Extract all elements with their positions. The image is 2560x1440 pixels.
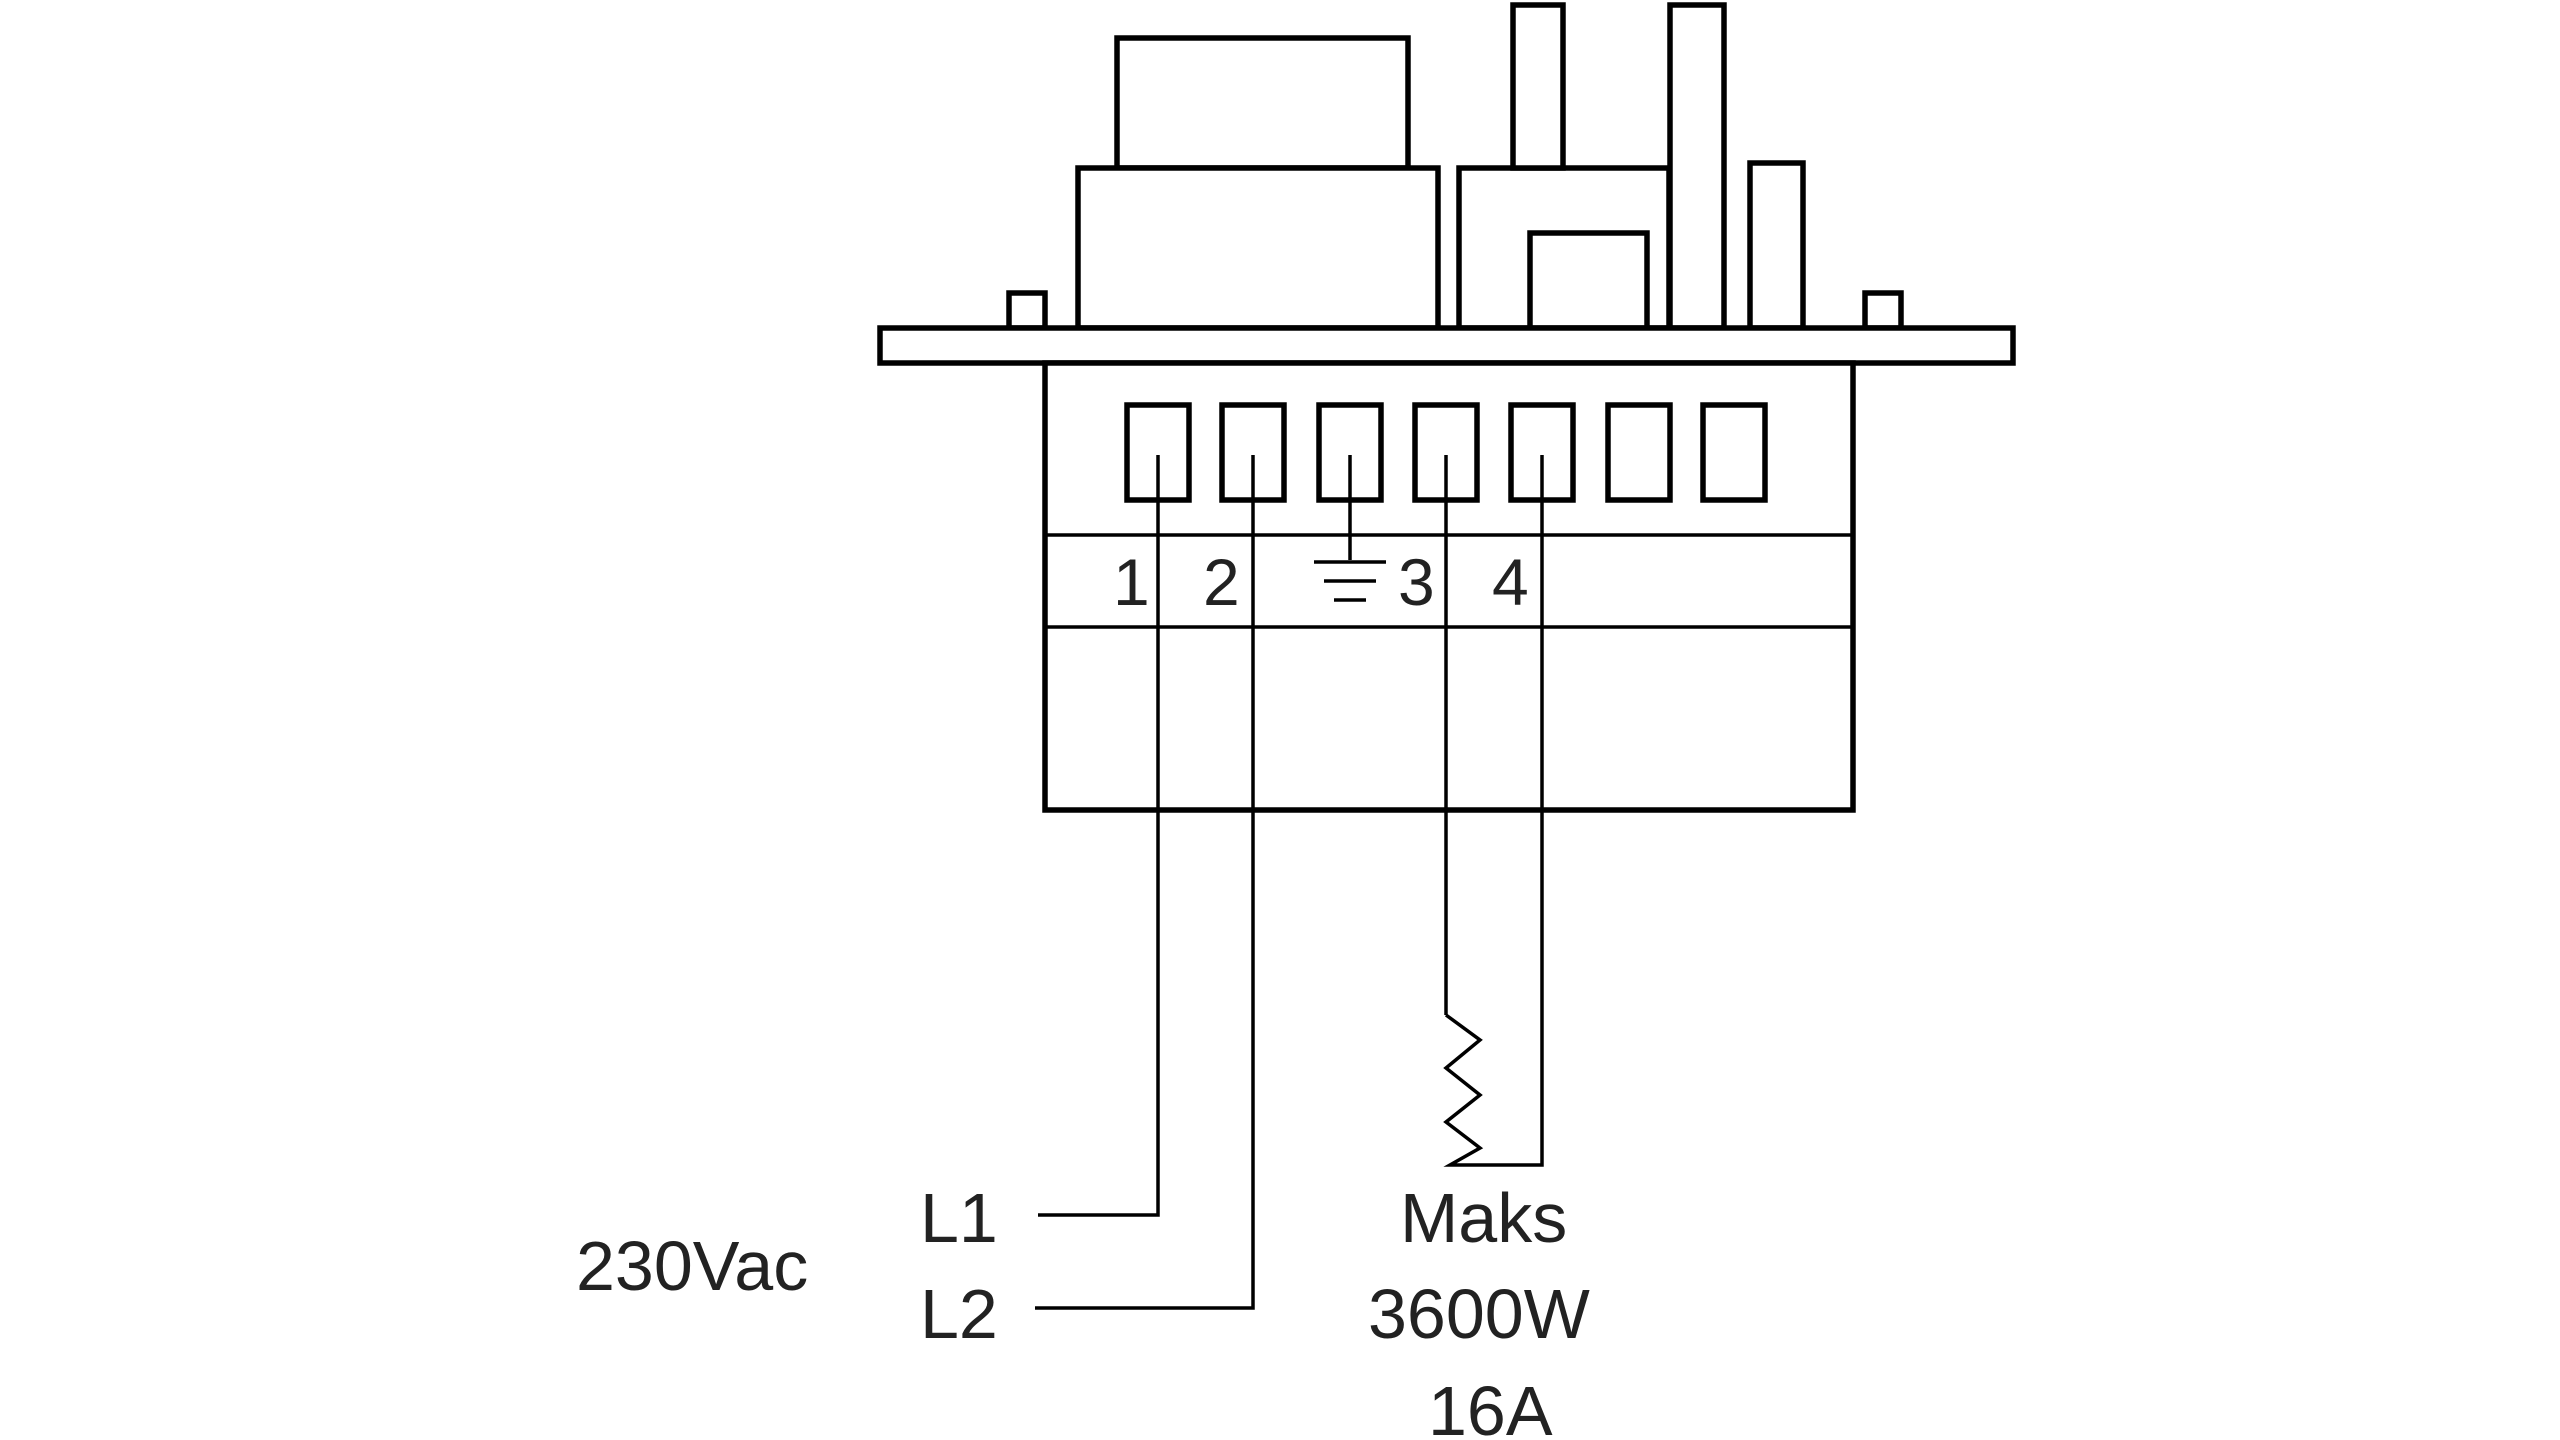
supply-voltage-label: 230Vac <box>576 1227 808 1305</box>
load-power-label: 3600W <box>1368 1275 1590 1353</box>
resistor-icon <box>1443 1013 1484 1167</box>
ground-icon <box>1314 455 1386 602</box>
mounting-plate <box>877 325 2016 366</box>
wire-load-4 <box>1462 455 1544 1167</box>
load-max-label: Maks <box>1400 1179 1567 1257</box>
supply-l2-label: L2 <box>920 1275 998 1353</box>
terminal-spare-1-slot <box>1605 402 1673 503</box>
terminal-label-4: 4 <box>1492 545 1529 619</box>
relay-cap <box>1114 35 1411 171</box>
terminal-spare-2-slot <box>1700 402 1768 503</box>
inner-component <box>1527 230 1650 331</box>
pin-a <box>1510 2 1566 171</box>
mount-tab-left <box>1006 290 1048 331</box>
supply-l1-label: L1 <box>920 1179 998 1257</box>
device-top-components <box>1006 2 1904 331</box>
terminal-label-2: 2 <box>1203 545 1240 619</box>
pin-b <box>1667 2 1727 331</box>
mount-tab-right <box>1862 290 1904 331</box>
wire-l1 <box>1038 455 1160 1217</box>
relay-body <box>1075 165 1441 331</box>
terminal-label-1: 1 <box>1113 545 1150 619</box>
terminal-label-3: 3 <box>1398 545 1435 619</box>
wire-l2 <box>1035 455 1255 1310</box>
pin-c <box>1747 160 1806 331</box>
load-current-label: 16A <box>1428 1372 1553 1440</box>
